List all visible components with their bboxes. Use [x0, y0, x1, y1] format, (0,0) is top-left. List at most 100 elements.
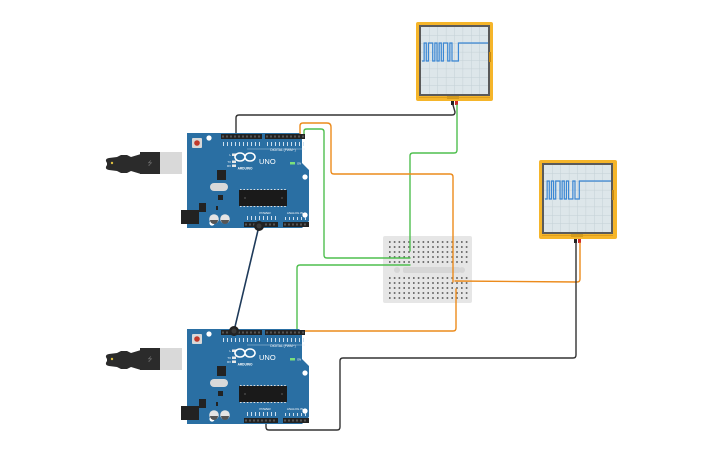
breadboard-hole[interactable] [432, 241, 434, 243]
breadboard-hole[interactable] [422, 251, 425, 253]
header-pin[interactable] [282, 331, 284, 334]
header-pin[interactable] [249, 223, 251, 226]
breadboard-hole[interactable] [451, 251, 453, 253]
breadboard-hole[interactable] [432, 297, 434, 299]
breadboard-hole[interactable] [432, 277, 434, 279]
breadboard-hole[interactable] [461, 241, 463, 243]
breadboard-hole[interactable] [417, 277, 420, 279]
breadboard-hole[interactable] [417, 246, 420, 248]
breadboard-hole[interactable] [451, 277, 453, 279]
breadboard-hole[interactable] [456, 261, 458, 263]
header-pin[interactable] [253, 223, 255, 226]
breadboard-hole[interactable] [427, 246, 429, 248]
breadboard-hole[interactable] [398, 251, 401, 253]
breadboard-hole[interactable] [465, 282, 468, 284]
wire-scope1-signal[interactable] [409, 104, 458, 252]
wire-tx-top-to-breadboard[interactable] [299, 122, 454, 283]
breadboard-hole[interactable] [451, 241, 453, 243]
breadboard-hole[interactable] [417, 261, 420, 263]
breadboard-hole[interactable] [398, 292, 401, 294]
header-pin[interactable] [296, 419, 298, 422]
breadboard-hole[interactable] [456, 287, 458, 289]
breadboard-hole[interactable] [417, 241, 420, 243]
breadboard-hole[interactable] [413, 297, 415, 299]
breadboard-hole[interactable] [403, 292, 405, 294]
breadboard-hole[interactable] [446, 287, 449, 289]
breadboard-hole[interactable] [413, 261, 415, 263]
breadboard-hole[interactable] [465, 241, 468, 243]
dc-power-jack[interactable] [181, 210, 199, 224]
breadboard-hole[interactable] [408, 287, 410, 289]
breadboard-hole[interactable] [456, 297, 458, 299]
breadboard-hole[interactable] [441, 251, 444, 253]
breadboard-hole[interactable] [441, 261, 444, 263]
breadboard-hole[interactable] [408, 277, 410, 279]
breadboard-hole[interactable] [432, 282, 434, 284]
oscilloscope-pin-negative[interactable] [574, 239, 577, 243]
breadboard-hole[interactable] [398, 282, 401, 284]
breadboard-hole[interactable] [422, 261, 425, 263]
header-pin[interactable] [294, 331, 296, 334]
breadboard-hole[interactable] [422, 277, 425, 279]
header-pin[interactable] [294, 135, 296, 138]
breadboard-hole[interactable] [408, 292, 410, 294]
header-pin[interactable] [292, 223, 294, 226]
breadboard-hole[interactable] [398, 261, 401, 263]
breadboard-hole[interactable] [437, 292, 439, 294]
breadboard-hole[interactable] [389, 261, 391, 263]
breadboard-hole[interactable] [398, 256, 401, 258]
breadboard-hole[interactable] [446, 297, 449, 299]
header-pin[interactable] [292, 419, 294, 422]
breadboard-hole[interactable] [403, 282, 405, 284]
breadboard-hole[interactable] [451, 256, 453, 258]
header-pin[interactable] [245, 223, 247, 226]
wire-gnd-top-to-scope1[interactable] [235, 104, 456, 135]
breadboard[interactable] [383, 236, 472, 303]
breadboard-hole[interactable] [417, 292, 420, 294]
header-pin[interactable] [269, 223, 271, 226]
breadboard-hole[interactable] [389, 256, 391, 258]
breadboard-hole[interactable] [461, 282, 463, 284]
breadboard-hole[interactable] [461, 251, 463, 253]
digital-header-left[interactable] [221, 330, 262, 335]
breadboard-hole[interactable] [461, 256, 463, 258]
breadboard-hole[interactable] [417, 297, 420, 299]
breadboard-hole[interactable] [398, 246, 401, 248]
breadboard-hole[interactable] [437, 277, 439, 279]
breadboard-hole[interactable] [437, 297, 439, 299]
header-pin[interactable] [284, 419, 286, 422]
header-pin[interactable] [302, 331, 304, 334]
header-pin[interactable] [270, 135, 272, 138]
breadboard-hole[interactable] [437, 282, 439, 284]
breadboard-hole[interactable] [422, 241, 425, 243]
breadboard-hole[interactable] [427, 261, 429, 263]
breadboard-hole[interactable] [427, 282, 429, 284]
header-pin[interactable] [274, 135, 276, 138]
breadboard-hole[interactable] [413, 292, 415, 294]
breadboard-hole[interactable] [389, 297, 391, 299]
breadboard-hole[interactable] [408, 261, 410, 263]
header-pin[interactable] [258, 135, 260, 138]
breadboard-hole[interactable] [441, 292, 444, 294]
breadboard-hole[interactable] [427, 297, 429, 299]
header-pin[interactable] [302, 135, 304, 138]
breadboard-hole[interactable] [437, 287, 439, 289]
header-pin[interactable] [246, 135, 248, 138]
breadboard-hole[interactable] [393, 256, 396, 258]
wire-rx-top-to-breadboard[interactable] [303, 128, 411, 259]
breadboard-hole[interactable] [427, 277, 429, 279]
header-pin[interactable] [246, 331, 248, 334]
breadboard-hole[interactable] [441, 287, 444, 289]
header-pin[interactable] [242, 135, 244, 138]
breadboard-hole[interactable] [446, 251, 449, 253]
breadboard-hole[interactable] [437, 256, 439, 258]
breadboard-hole[interactable] [408, 282, 410, 284]
breadboard-hole[interactable] [461, 277, 463, 279]
breadboard-hole[interactable] [389, 241, 391, 243]
header-pin[interactable] [298, 135, 300, 138]
breadboard-hole[interactable] [422, 297, 425, 299]
header-pin[interactable] [238, 135, 240, 138]
breadboard-hole[interactable] [393, 297, 396, 299]
breadboard-hole[interactable] [403, 277, 405, 279]
